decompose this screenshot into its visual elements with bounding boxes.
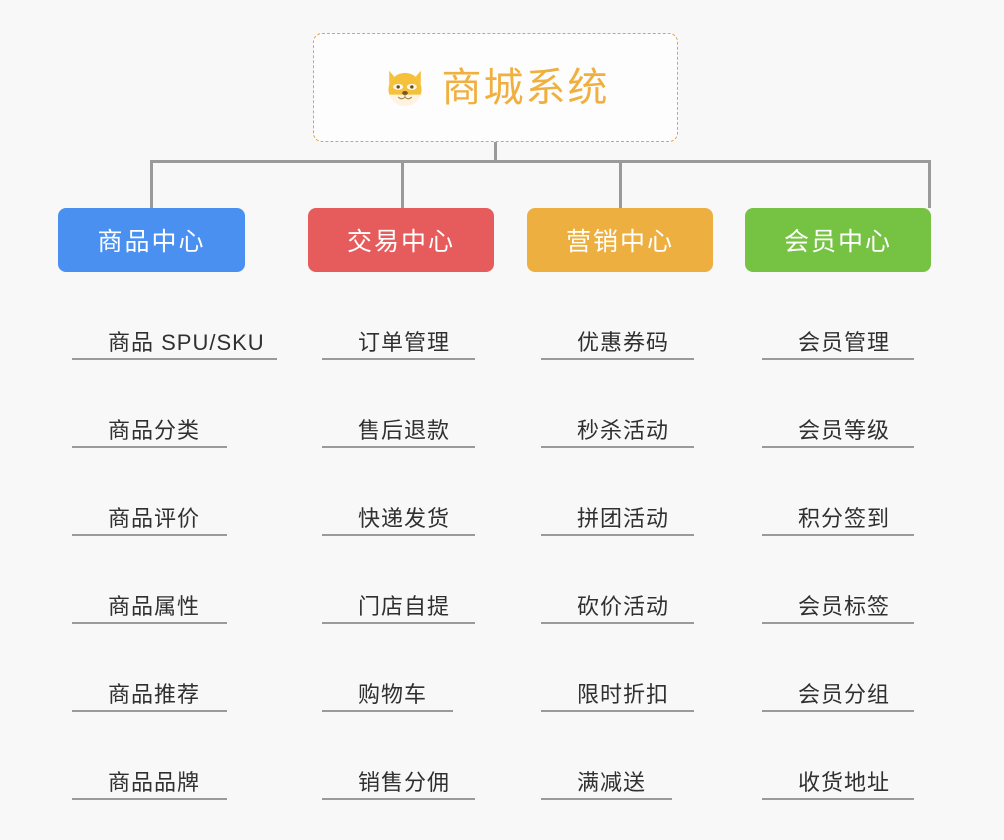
connector-drop-product-center xyxy=(150,160,153,208)
leaf-label: 门店自提 xyxy=(358,593,451,619)
category-label: 商品中心 xyxy=(97,228,206,256)
leaf-item[interactable]: 商品属性 xyxy=(72,536,227,624)
category-box-product-center[interactable]: 商品中心 xyxy=(58,208,245,272)
leaf-item[interactable]: 砍价活动 xyxy=(541,536,694,624)
category-label: 交易中心 xyxy=(346,228,455,256)
category-box-member-center[interactable]: 会员中心 xyxy=(745,208,931,272)
connector-drop-member-center xyxy=(928,160,931,208)
leaf-item[interactable]: 拼团活动 xyxy=(541,448,694,536)
leaf-label: 会员分组 xyxy=(798,681,891,707)
leaf-item[interactable]: 优惠券码 xyxy=(541,272,694,360)
root-node[interactable]: 商城系统 xyxy=(313,33,678,142)
leaf-item[interactable]: 限时折扣 xyxy=(541,624,694,712)
leaf-item[interactable]: 商品评价 xyxy=(72,448,227,536)
leaf-item[interactable]: 销售分佣 xyxy=(322,712,475,800)
leaf-item[interactable]: 售后退款 xyxy=(322,360,475,448)
leaf-label: 快递发货 xyxy=(358,505,451,531)
leaf-label: 砍价活动 xyxy=(577,593,670,619)
leaf-label: 商品品牌 xyxy=(108,769,201,795)
leaf-label: 会员管理 xyxy=(798,329,891,355)
leaf-label: 商品 SPU/SKU xyxy=(108,329,265,355)
leaf-item[interactable]: 积分签到 xyxy=(762,448,914,536)
connector-bus xyxy=(150,160,931,163)
leaf-label: 销售分佣 xyxy=(358,769,451,795)
category-box-trade-center[interactable]: 交易中心 xyxy=(308,208,494,272)
leaf-label: 限时折扣 xyxy=(577,681,670,707)
leaf-label: 拼团活动 xyxy=(577,505,670,531)
leaf-label: 商品推荐 xyxy=(108,681,201,707)
leaf-label: 收货地址 xyxy=(798,769,891,795)
leaf-label: 会员标签 xyxy=(798,593,891,619)
leaf-item[interactable]: 商品分类 xyxy=(72,360,227,448)
connector-drop-marketing-center xyxy=(619,160,622,208)
leaf-item[interactable]: 商品 SPU/SKU xyxy=(72,272,277,360)
leaf-item[interactable]: 会员管理 xyxy=(762,272,914,360)
leaf-item[interactable]: 会员标签 xyxy=(762,536,914,624)
leaf-label: 订单管理 xyxy=(358,329,451,355)
leaf-label: 商品分类 xyxy=(108,417,201,443)
leaf-item[interactable]: 商品品牌 xyxy=(72,712,227,800)
leaf-label: 售后退款 xyxy=(358,417,451,443)
leaf-label: 优惠券码 xyxy=(577,329,670,355)
category-label: 营销中心 xyxy=(565,228,674,256)
category-box-marketing-center[interactable]: 营销中心 xyxy=(527,208,713,272)
leaf-item[interactable]: 快递发货 xyxy=(322,448,475,536)
connector-root-stem xyxy=(494,142,497,162)
leaf-item[interactable]: 会员等级 xyxy=(762,360,914,448)
leaf-label: 会员等级 xyxy=(798,417,891,443)
leaf-item[interactable]: 门店自提 xyxy=(322,536,475,624)
leaf-label: 积分签到 xyxy=(798,505,891,531)
category-label: 会员中心 xyxy=(783,228,892,256)
leaf-label: 商品属性 xyxy=(108,593,201,619)
leaf-item[interactable]: 收货地址 xyxy=(762,712,914,800)
dog-face-icon xyxy=(387,70,422,106)
leaf-item[interactable]: 商品推荐 xyxy=(72,624,227,712)
connector-drop-trade-center xyxy=(401,160,404,208)
leaf-item[interactable]: 订单管理 xyxy=(322,272,475,360)
leaf-item[interactable]: 购物车 xyxy=(322,624,453,712)
root-title: 商城系统 xyxy=(441,65,610,110)
leaf-label: 满减送 xyxy=(577,769,647,795)
leaf-label: 商品评价 xyxy=(108,505,201,531)
leaf-item[interactable]: 满减送 xyxy=(541,712,672,800)
leaf-label: 购物车 xyxy=(358,681,428,707)
leaf-item[interactable]: 秒杀活动 xyxy=(541,360,694,448)
leaf-label: 秒杀活动 xyxy=(577,417,670,443)
leaf-item[interactable]: 会员分组 xyxy=(762,624,914,712)
